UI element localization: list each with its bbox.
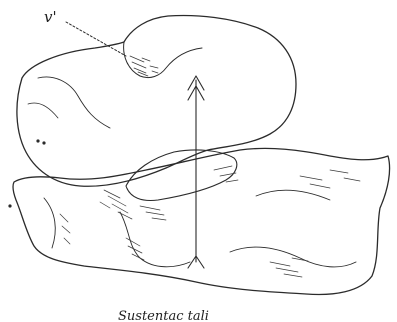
figure-caption: Sustentac tali xyxy=(118,309,209,322)
axis-arrow xyxy=(188,76,204,268)
upper-bone xyxy=(17,16,296,187)
lower-bone xyxy=(8,148,389,294)
marker-label: v' xyxy=(44,8,57,26)
